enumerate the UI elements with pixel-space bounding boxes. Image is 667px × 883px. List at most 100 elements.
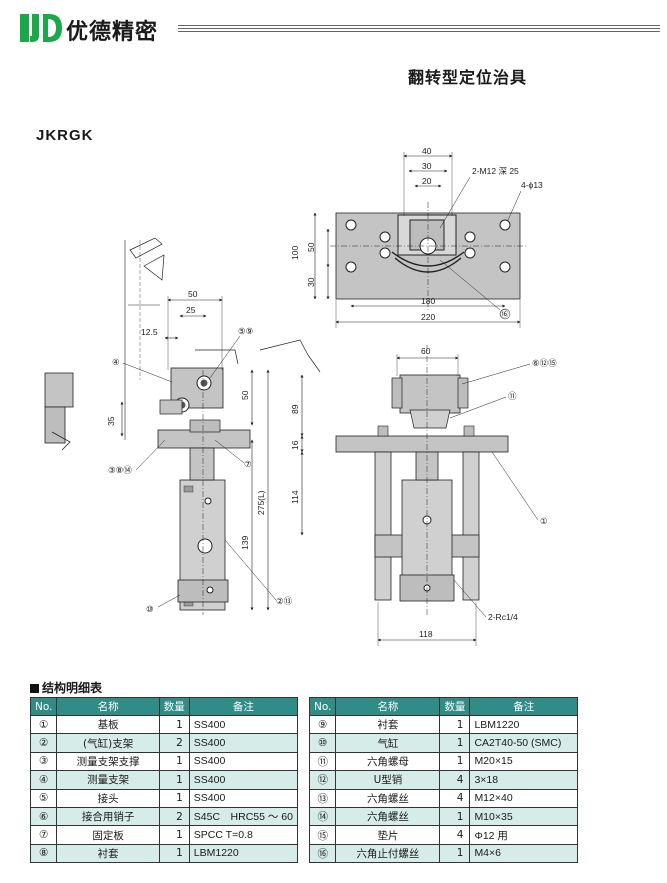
bom-cell-no: ⑧ xyxy=(29,843,58,864)
top-view: 40 30 20 100 50 30 180 220 2-M12 深 25 4-… xyxy=(290,146,543,328)
col-remark: 备注 xyxy=(188,697,299,716)
bom-cell-remark: S45C HRC55 ～ 60 xyxy=(188,806,299,827)
bom-cell-remark: SS400 xyxy=(188,751,299,772)
model-code: JKRGK xyxy=(36,127,94,144)
dim-top-30: 30 xyxy=(422,161,432,171)
partial-left-view xyxy=(44,372,74,451)
page-title: 翻转型定位治具 xyxy=(408,68,528,87)
bom-cell-qty: 4 xyxy=(439,788,471,808)
dim-front-89: 89 xyxy=(290,404,300,414)
dim-side-25: 25 xyxy=(186,305,196,315)
callout-11: ⑪ xyxy=(508,391,517,401)
bom-cell-no: ⑭ xyxy=(308,806,337,827)
bom-cell-qty: 2 xyxy=(158,733,190,753)
col-no: No. xyxy=(308,697,337,716)
callout-1: ① xyxy=(540,516,548,526)
bom-cell-qty: 1 xyxy=(439,806,471,827)
bom-cell-qty: 1 xyxy=(439,843,471,864)
callout-10: ⑩ xyxy=(146,604,154,614)
bom-header-row: No. 名称 数量 备注 xyxy=(29,697,299,716)
dim-front-16: 16 xyxy=(290,440,300,450)
col-qty: 数量 xyxy=(158,697,190,716)
bom-cell-name: 测量支架支撑 xyxy=(56,751,160,772)
bom-cell-remark: 3×18 xyxy=(469,770,578,790)
bom-cell-remark: SPCC T=0.8 xyxy=(188,825,299,845)
brand-header: 优德精密 xyxy=(20,14,660,45)
bom-cell-no: ⑮ xyxy=(308,825,337,845)
drawing-canvas: 40 30 20 100 50 30 180 220 2-M12 深 25 4-… xyxy=(44,146,557,646)
bom-cell-name: 衬套 xyxy=(335,714,441,735)
dim-top-180: 180 xyxy=(421,296,435,306)
bom-cell-no: ⑨ xyxy=(308,714,337,735)
dim-side-35: 35 xyxy=(106,416,116,426)
bom-cell-no: ⑦ xyxy=(29,825,58,845)
note-rc: 2-Rc1/4 xyxy=(488,612,518,622)
bom-cell-qty: 1 xyxy=(158,825,190,845)
bom-cell-no: ⑯ xyxy=(308,843,337,864)
callout-5-9: ⑤⑨ xyxy=(238,326,254,336)
note-thread: 2-M12 深 25 xyxy=(472,166,519,176)
note-holes: 4-ϕ13 xyxy=(521,180,543,190)
dim-front-114: 114 xyxy=(290,490,300,504)
bom-cell-name: 测量支架 xyxy=(56,770,160,790)
bom-cell-no: ⑫ xyxy=(308,770,337,790)
bom-cell-name: 接头 xyxy=(56,788,160,808)
dim-top-50: 50 xyxy=(306,242,316,252)
bom-cell-remark: LBM1220 xyxy=(188,843,299,864)
bom-cell-no: ④ xyxy=(29,770,58,790)
bom-cell-name: 六角螺丝 xyxy=(335,788,441,808)
bom-cell-no: ① xyxy=(29,714,58,735)
bom-cell-qty: 1 xyxy=(158,751,190,772)
bom-cell-qty: 1 xyxy=(158,788,190,808)
dim-front-60: 60 xyxy=(421,346,431,356)
bom-cell-remark: SS400 xyxy=(188,770,299,790)
bom-cell-name: 接合用销子 xyxy=(56,806,160,827)
dim-front-118: 118 xyxy=(419,629,433,639)
bom-cell-name: 六角螺丝 xyxy=(335,806,441,827)
bom-cell-no: ⑩ xyxy=(308,733,337,753)
bom-cell-qty: 1 xyxy=(439,751,471,772)
bom-cell-name: 气缸 xyxy=(335,733,441,753)
dim-top-20: 20 xyxy=(422,176,432,186)
callout-3-8-14: ③⑧⑭ xyxy=(108,465,132,475)
dim-side-275L: 275(L) xyxy=(256,490,266,515)
bom-cell-name: 衬套 xyxy=(56,843,160,864)
dim-side-12-5: 12.5 xyxy=(141,327,158,337)
bom-cell-no: ⑤ xyxy=(29,788,58,808)
bom-cell-remark: LBM1220 xyxy=(469,714,578,735)
jd-logo-icon xyxy=(20,14,62,42)
dim-top-100: 100 xyxy=(290,246,300,260)
bom-cell-remark: SS400 xyxy=(188,714,299,735)
dim-top-30b: 30 xyxy=(306,277,316,287)
brand-name: 优德精密 xyxy=(66,20,159,45)
bom-cell-qty: 1 xyxy=(158,843,190,864)
bom-cell-name: U型销 xyxy=(335,770,441,790)
square-bullet-icon xyxy=(30,684,39,693)
callout-2-13: ②⑬ xyxy=(276,596,293,606)
col-no: No. xyxy=(29,697,58,716)
bom-cell-no: ⑬ xyxy=(308,788,337,808)
dim-side-139: 139 xyxy=(240,536,250,550)
bom-cell-name: 六角止付螺丝 xyxy=(335,843,441,864)
bom-cell-remark: SS400 xyxy=(188,788,299,808)
bom-cell-qty: 1 xyxy=(439,733,471,753)
dim-side-50: 50 xyxy=(188,289,198,299)
bom-cell-qty: 4 xyxy=(439,825,471,845)
bom-cell-remark: M12×40 xyxy=(469,788,578,808)
